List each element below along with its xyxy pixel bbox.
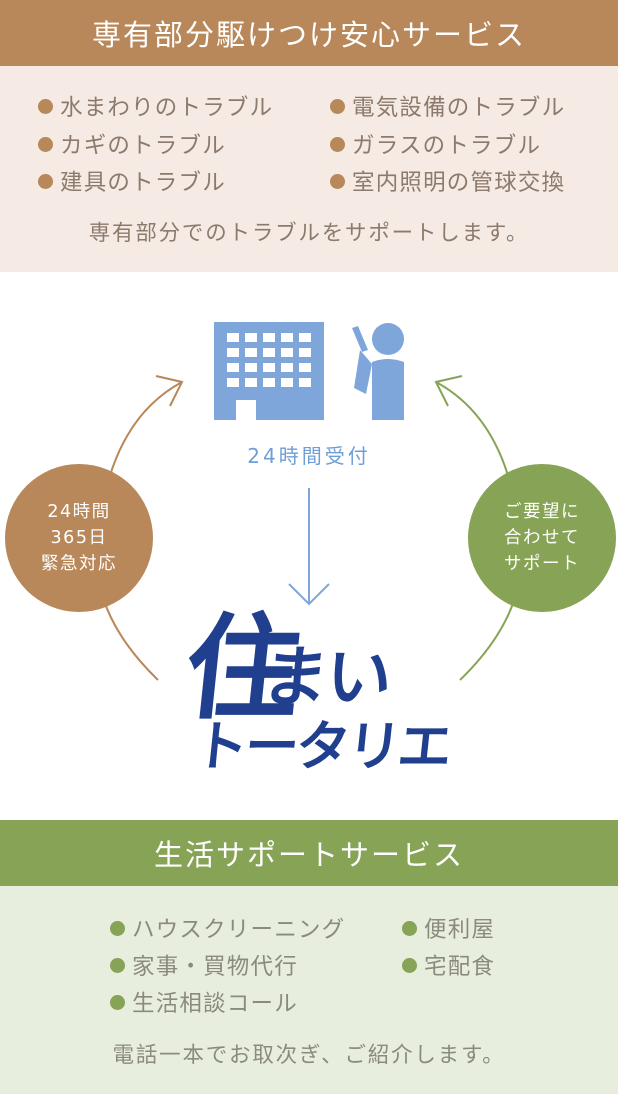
custom-support-circle: ご要望に 合わせて サポート xyxy=(468,464,616,612)
list-item: 室内照明の管球交換 xyxy=(330,165,565,197)
top-service-panel: 水まわりのトラブル 電気設備のトラブル カギのトラブル ガラスのトラブル 建具の… xyxy=(0,66,618,272)
top-section-title: 専有部分駆けつけ安心サービス xyxy=(0,0,618,66)
operator-phone-icon xyxy=(352,323,404,420)
emergency-response-circle: 24時間 365日 緊急対応 xyxy=(5,464,153,612)
top-section-note: 専有部分でのトラブルをサポートします。 xyxy=(88,221,530,246)
list-item: カギのトラブル xyxy=(38,128,226,160)
bullet-icon xyxy=(38,173,53,189)
bottom-section-note: 電話一本でお取次ぎ、ご紹介します。 xyxy=(112,1043,506,1068)
list-item: 水まわりのトラブル xyxy=(38,90,273,122)
list-item: 家事・買物代行 xyxy=(110,949,298,981)
bottom-service-panel: ハウスクリーニング 便利屋 家事・買物代行 宅配食 生活相談コール 電話一本でお… xyxy=(0,886,618,1094)
bullet-icon xyxy=(110,994,125,1010)
list-item: 生活相談コール xyxy=(110,986,298,1018)
building-icon xyxy=(214,322,324,420)
list-item: 便利屋 xyxy=(402,912,495,944)
brand-logo-kana: まい xyxy=(258,639,395,716)
bullet-icon xyxy=(402,957,417,973)
reception-label: 24時間受付 xyxy=(247,444,371,468)
list-item: ハウスクリーニング xyxy=(110,912,345,944)
bullet-icon xyxy=(38,98,53,114)
bullet-icon xyxy=(330,136,345,152)
list-item: 建具のトラブル xyxy=(38,165,226,197)
bullet-icon xyxy=(38,136,53,152)
brand-logo-katakana: トータリエ xyxy=(190,715,453,778)
list-item: 電気設備のトラブル xyxy=(330,90,565,122)
list-item: ガラスのトラブル xyxy=(330,128,541,160)
bullet-icon xyxy=(110,957,125,973)
bullet-icon xyxy=(330,98,345,114)
list-item: 宅配食 xyxy=(402,949,495,981)
service-cycle-diagram xyxy=(95,322,523,681)
bottom-section-title: 生活サポートサービス xyxy=(0,820,618,886)
bullet-icon xyxy=(330,173,345,189)
bullet-icon xyxy=(402,920,417,936)
down-arrow-icon xyxy=(288,488,330,606)
bullet-icon xyxy=(110,920,125,936)
